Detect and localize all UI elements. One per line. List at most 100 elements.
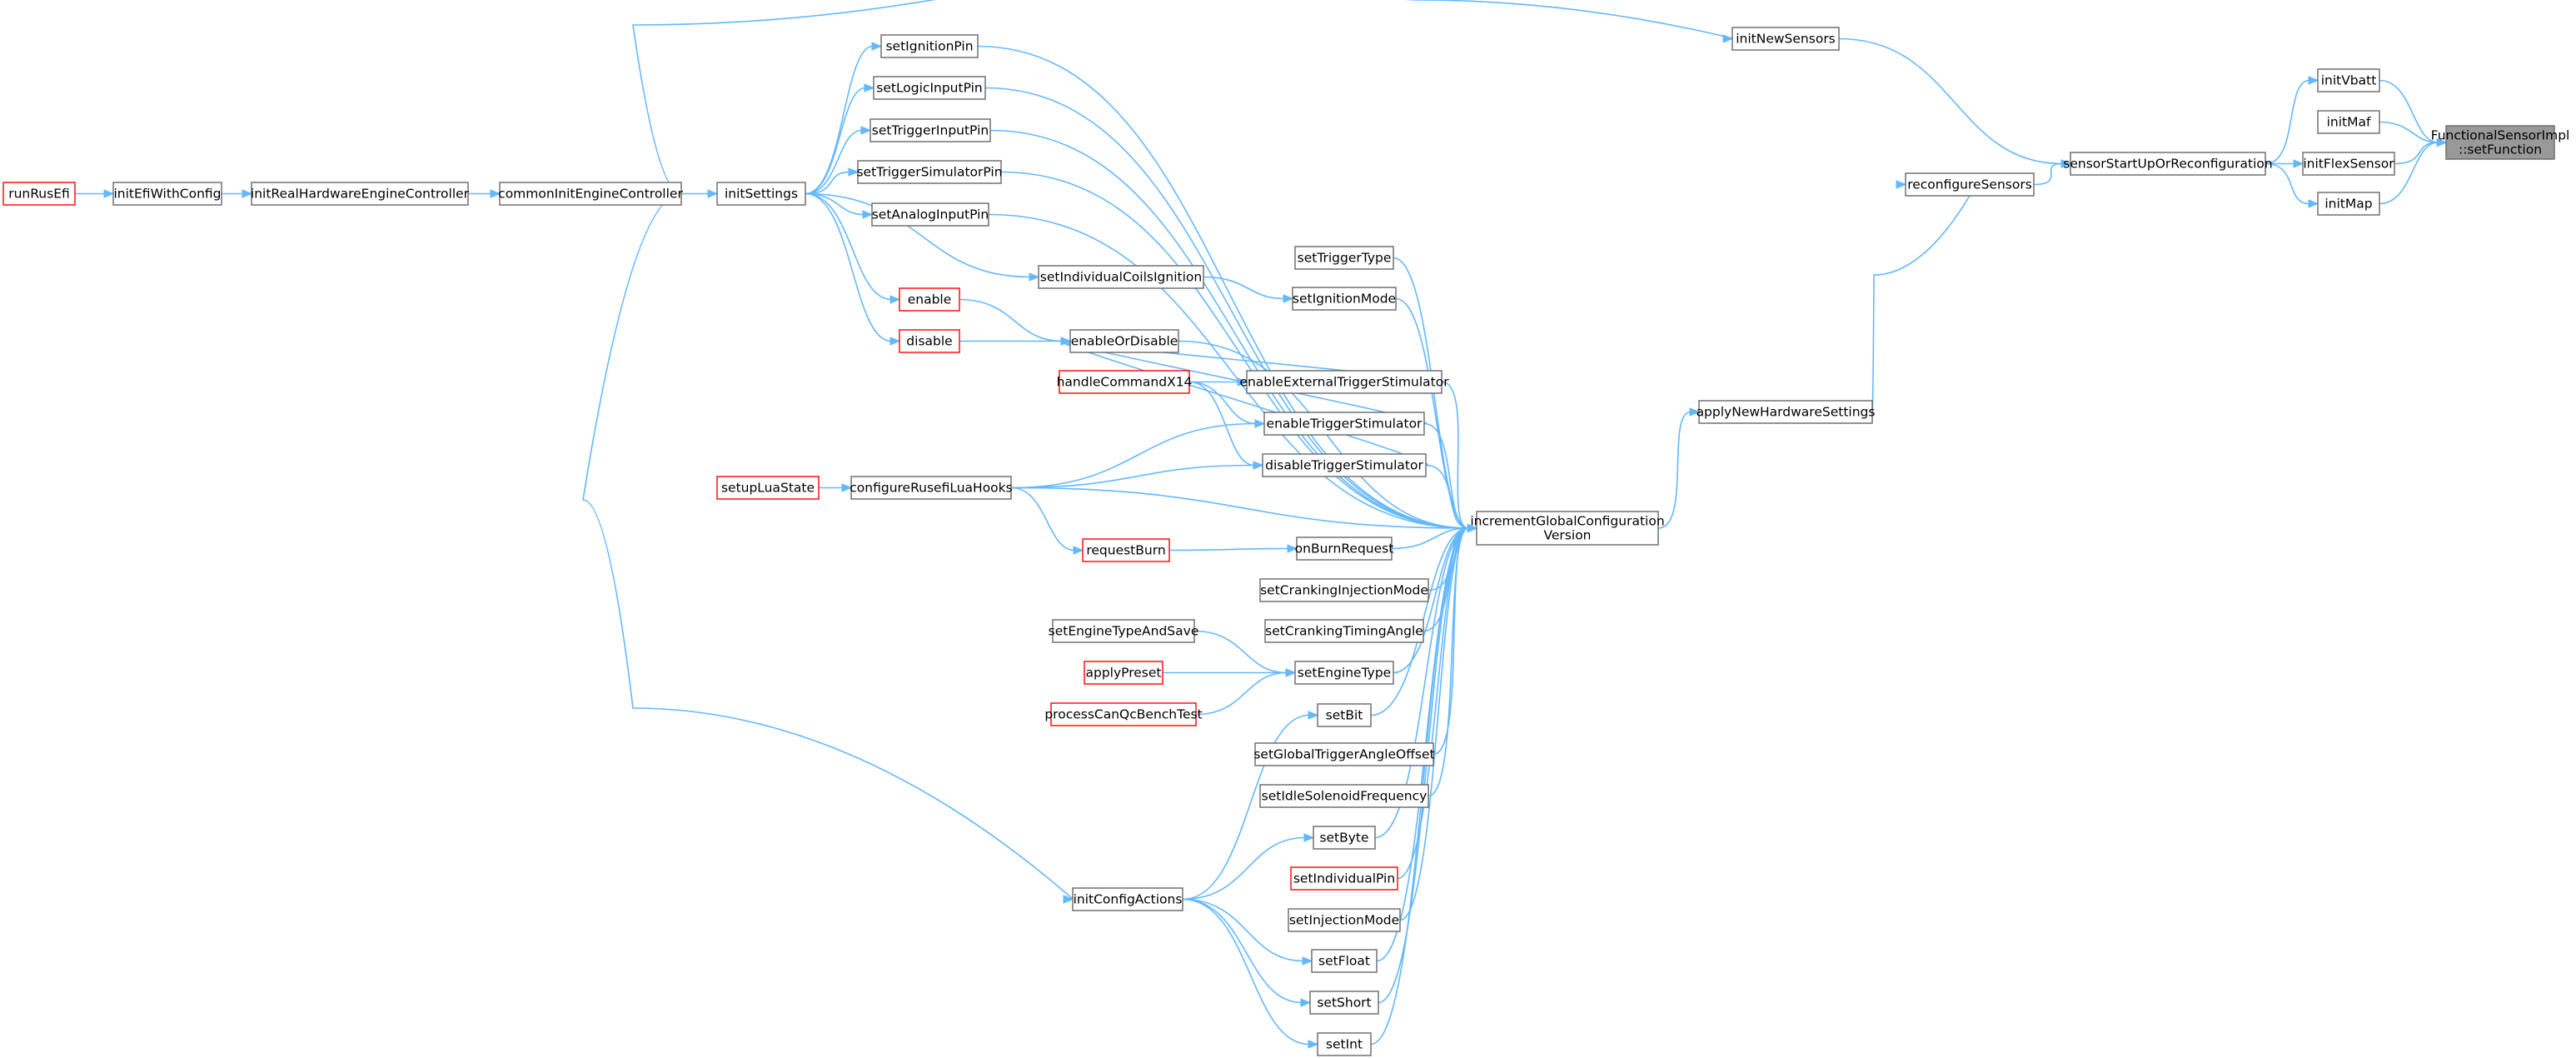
node-enable-or-disable[interactable]: enableOrDisable [1069, 329, 1179, 353]
node-init-vbatt[interactable]: initVbatt [2317, 68, 2380, 92]
edge-configure-rusefi-lua-hooks-to-increment-gcv [1010, 487, 1469, 529]
arrowhead-icon [1303, 833, 1315, 842]
edge-sensor-start-up-to-init-vbatt [2265, 79, 2310, 165]
node-set-individual-pin[interactable]: setIndividualPin [1290, 866, 1398, 891]
node-box [251, 182, 469, 206]
node-apply-preset[interactable]: applyPreset [1084, 661, 1163, 685]
node-box [850, 476, 1012, 500]
node-init-flex-sensor[interactable]: initFlexSensor [2302, 152, 2395, 176]
node-label: configureRusefiLuaHooks [850, 481, 1012, 496]
arrowhead-icon [242, 189, 253, 198]
edge-set-idle-solenoid-frequency-to-increment-gcv [1428, 527, 1469, 797]
node-box [1296, 536, 1393, 561]
node-set-global-trigger-angle-offset[interactable]: setGlobalTriggerAngleOffset [1253, 742, 1435, 766]
node-box [1254, 742, 1434, 766]
node-box [869, 118, 991, 142]
edge-increment-gcv-to-apply-new-hardware-settings [1657, 411, 1692, 529]
node-set-ignition-mode[interactable]: setIgnitionMode [1292, 287, 1397, 311]
edge-request-burn-to-on-burn-request [1168, 547, 1289, 551]
node-set-analog-input-pin[interactable]: setAnalogInputPin [871, 202, 989, 227]
node-init-settings[interactable]: initSettings [716, 182, 806, 206]
node-handle-command-x14[interactable]: handleCommandX14 [1057, 370, 1193, 394]
node-set-engine-type[interactable]: setEngineType [1294, 661, 1394, 685]
node-label: initVbatt [2321, 73, 2377, 88]
node-disable-trigger-stimulator[interactable]: disableTriggerStimulator [1262, 453, 1427, 477]
node-label: setCrankingInjectionMode [1260, 583, 1428, 598]
node-box [1476, 511, 1659, 546]
node-box [880, 34, 979, 58]
node-set-trigger-input-pin[interactable]: setTriggerInputPin [869, 118, 991, 142]
node-common-init-engine-controller[interactable]: commonInitEngineController [498, 182, 683, 206]
node-process-can-qc-bench-test[interactable]: processCanQcBenchTest [1044, 702, 1203, 726]
node-box [2, 182, 76, 206]
node-set-short[interactable]: setShort [1309, 991, 1379, 1015]
node-set-cranking-injection-mode[interactable]: setCrankingInjectionMode [1259, 578, 1429, 602]
node-apply-new-hardware-settings[interactable]: applyNewHardwareSettings [1697, 400, 1876, 424]
edge-configure-rusefi-lua-hooks-to-request-burn [1010, 487, 1075, 551]
node-set-bit[interactable]: setBit [1317, 703, 1372, 727]
node-label: applyNewHardwareSettings [1697, 405, 1876, 420]
node-box [1698, 400, 1873, 424]
node-init-maf[interactable]: initMaf [2317, 110, 2380, 134]
node-label: setupLuaState [721, 481, 815, 496]
node-init-map[interactable]: initMap [2317, 192, 2380, 216]
node-init-config-actions[interactable]: initConfigActions [1072, 887, 1183, 911]
node-box [716, 476, 820, 500]
node-request-burn[interactable]: requestBurn [1082, 538, 1170, 562]
edge-init-settings-to-enable [805, 192, 892, 301]
node-enable-trigger-stimulator[interactable]: enableTriggerStimulator [1263, 412, 1425, 436]
node-enable-external-trigger-stimulator[interactable]: enableExternalTriggerStimulator [1239, 370, 1449, 394]
edge-disable-trigger-stimulator-to-increment-gcv [1425, 464, 1469, 529]
node-label: sensorStartUpOrReconfiguration [2063, 157, 2272, 172]
node-target: FunctionalSensorImpl::setFunction [2431, 125, 2570, 160]
node-set-individual-coils-ignition[interactable]: setIndividualCoilsIgnition [1038, 265, 1204, 289]
node-label: initFlexSensor [2303, 157, 2394, 172]
node-run-rus-efi[interactable]: runRusEfi [2, 182, 76, 206]
node-set-int[interactable]: setInt [1317, 1032, 1372, 1056]
node-box [2317, 110, 2380, 134]
node-set-byte[interactable]: setByte [1313, 826, 1376, 850]
node-set-injection-mode[interactable]: setInjectionMode [1288, 908, 1401, 932]
node-on-burn-request[interactable]: onBurnRequest [1295, 536, 1394, 561]
node-box [2317, 68, 2380, 92]
node-set-trigger-simulator-pin[interactable]: setTriggerSimulatorPin [856, 160, 1003, 184]
node-label: incrementGlobalConfiguration [1470, 514, 1664, 529]
node-configure-rusefi-lua-hooks[interactable]: configureRusefiLuaHooks [850, 476, 1013, 500]
node-setup-lua-state[interactable]: setupLuaState [716, 476, 820, 500]
node-init-efi-with-config[interactable]: initEfiWithConfig [112, 182, 222, 206]
node-set-engine-type-and-save[interactable]: setEngineTypeAndSave [1049, 619, 1199, 643]
arrowhead-icon [1467, 523, 1478, 533]
edge-set-injection-mode-to-increment-gcv [1399, 527, 1469, 921]
node-box [1731, 27, 1840, 51]
arrowhead-icon [1302, 956, 1313, 966]
node-label: Version [1544, 528, 1592, 543]
node-box [2302, 152, 2395, 176]
edge-process-can-qc-bench-test-to-set-engine-type [1195, 671, 1288, 716]
node-sensor-start-up[interactable]: sensorStartUpOrReconfiguration [2063, 152, 2273, 176]
arrowhead-icon [871, 42, 883, 51]
node-label: FunctionalSensorImpl [2431, 128, 2570, 143]
edge-set-ignition-pin-to-increment-gcv [977, 45, 1469, 529]
node-init-real-hardware-engine-controller[interactable]: initRealHardwareEngineController [251, 182, 470, 206]
node-set-float[interactable]: setFloat [1311, 949, 1378, 973]
node-set-idle-solenoid-frequency[interactable]: setIdleSolenoidFrequency [1259, 784, 1429, 808]
node-set-logic-input-pin[interactable]: setLogicInputPin [873, 76, 986, 100]
node-enable[interactable]: enable [899, 287, 960, 312]
node-set-ignition-pin[interactable]: setIgnitionPin [880, 34, 979, 58]
node-set-cranking-timing-angle[interactable]: setCrankingTimingAngle [1264, 619, 1424, 643]
arrowhead-icon [889, 295, 901, 304]
node-set-trigger-type[interactable]: setTriggerType [1294, 246, 1394, 270]
node-reconfigure-sensors[interactable]: reconfigureSensors [1905, 172, 2035, 197]
node-label: onBurnRequest [1295, 541, 1394, 556]
edge-init-vbatt-to-target [2379, 79, 2439, 143]
node-disable[interactable]: disable [899, 329, 960, 353]
edge-init-settings-to-set-logic-input-pin [805, 87, 866, 195]
node-box [2445, 125, 2555, 160]
edge-enable-external-trigger-stimulator-to-increment-gcv [1441, 381, 1469, 529]
node-label: handleCommandX14 [1057, 375, 1193, 390]
edge-sensor-start-up-to-init-map [2265, 162, 2310, 205]
node-init-new-sensors[interactable]: initNewSensors [1731, 27, 1840, 51]
node-box [1311, 949, 1378, 973]
node-box [2317, 192, 2380, 216]
